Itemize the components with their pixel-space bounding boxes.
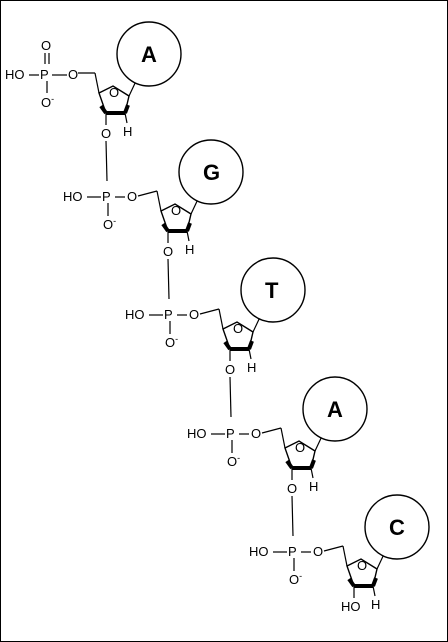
c2-h-bond bbox=[248, 348, 252, 360]
o-ch2-bond bbox=[199, 308, 220, 315]
ring-bold-edge bbox=[347, 577, 356, 588]
ring-bold-edge bbox=[123, 104, 130, 114]
ch2-ring-bond bbox=[342, 545, 348, 567]
phosphodiester-link bbox=[229, 376, 232, 418]
oxygen-label: O bbox=[41, 38, 51, 53]
base-label: C bbox=[389, 515, 405, 540]
ring-oxygen-label: O bbox=[295, 440, 305, 455]
ch2-ring-bond bbox=[218, 308, 224, 330]
base-circle bbox=[116, 21, 182, 87]
oxygen-minus-label: O- bbox=[289, 571, 302, 587]
ch2-ring-bond bbox=[156, 190, 162, 212]
base-label: T bbox=[265, 278, 279, 303]
hydrogen-label: H bbox=[123, 124, 132, 139]
ring-bold-edge bbox=[185, 222, 192, 232]
ring-oxygen-label: O bbox=[109, 85, 119, 100]
oxygen-minus-label: O- bbox=[165, 334, 178, 350]
ring-bold-edge bbox=[371, 577, 378, 587]
phosphorus-label: P bbox=[164, 307, 173, 322]
c2-h-bond bbox=[310, 467, 314, 479]
oxygen-label: O bbox=[251, 426, 261, 441]
hydrogen-label: H bbox=[371, 597, 380, 612]
hydroxyl-label: HO bbox=[125, 307, 145, 322]
oxygen-label: O bbox=[313, 544, 323, 559]
base-label: A bbox=[327, 397, 343, 422]
base-label: A bbox=[141, 42, 157, 67]
oxygen-label: O bbox=[189, 307, 199, 322]
o-ch2-bond bbox=[137, 190, 158, 197]
phosphodiester-link bbox=[105, 140, 108, 182]
oxygen-minus-label: O- bbox=[41, 94, 54, 110]
hydroxyl-label: HO bbox=[63, 189, 83, 204]
phosphorus-label: P bbox=[40, 67, 49, 82]
ch2-ring-bond bbox=[94, 72, 100, 94]
hydroxyl-label: HO bbox=[187, 426, 207, 441]
base-label: G bbox=[203, 160, 220, 185]
hydrogen-label: H bbox=[309, 479, 318, 494]
ring-bold-edge bbox=[285, 459, 294, 470]
ring-bold-edge bbox=[223, 340, 232, 351]
phosphodiester-link bbox=[291, 495, 294, 537]
oxygen-3prime-label: O bbox=[225, 362, 235, 377]
o-ch2-bond bbox=[261, 427, 282, 434]
oxygen-minus-label: O- bbox=[227, 453, 240, 469]
oxygen-3prime-label: O bbox=[101, 126, 111, 141]
oxygen-label: O bbox=[127, 189, 137, 204]
c2-h-bond bbox=[372, 585, 376, 597]
ring-bold-edge bbox=[99, 104, 108, 115]
ch2-ring-bond bbox=[280, 427, 286, 449]
base-circle bbox=[178, 139, 244, 205]
oxygen-minus-label: O- bbox=[103, 216, 116, 232]
phosphodiester-link bbox=[167, 258, 170, 300]
hydrogen-label: H bbox=[185, 242, 194, 257]
ring-oxygen-label: O bbox=[171, 203, 181, 218]
ring-oxygen-label: O bbox=[233, 321, 243, 336]
oxygen-3prime-label: O bbox=[287, 481, 297, 496]
c2-h-bond bbox=[186, 230, 190, 242]
oxygen-label: O bbox=[68, 67, 78, 82]
ring-bold-edge bbox=[247, 340, 254, 350]
c2-h-bond bbox=[124, 112, 128, 124]
ring-bold-edge bbox=[161, 222, 170, 233]
ring-oxygen-label: O bbox=[357, 558, 367, 573]
hydroxyl-label: HO bbox=[249, 544, 269, 559]
ring-bold-edge bbox=[309, 459, 316, 469]
base-circle bbox=[302, 376, 368, 442]
base-circle bbox=[240, 257, 306, 323]
oxygen-3prime-label: O bbox=[163, 244, 173, 259]
hydrogen-label: H bbox=[247, 360, 256, 375]
base-circle bbox=[364, 494, 430, 560]
phosphorus-label: P bbox=[102, 189, 111, 204]
hydroxyl-label: HO bbox=[5, 67, 25, 82]
hydroxyl-3prime-label: HO bbox=[341, 599, 361, 614]
phosphorus-label: P bbox=[288, 544, 297, 559]
o-ch2-bond bbox=[323, 545, 344, 552]
phosphorus-label: P bbox=[226, 426, 235, 441]
